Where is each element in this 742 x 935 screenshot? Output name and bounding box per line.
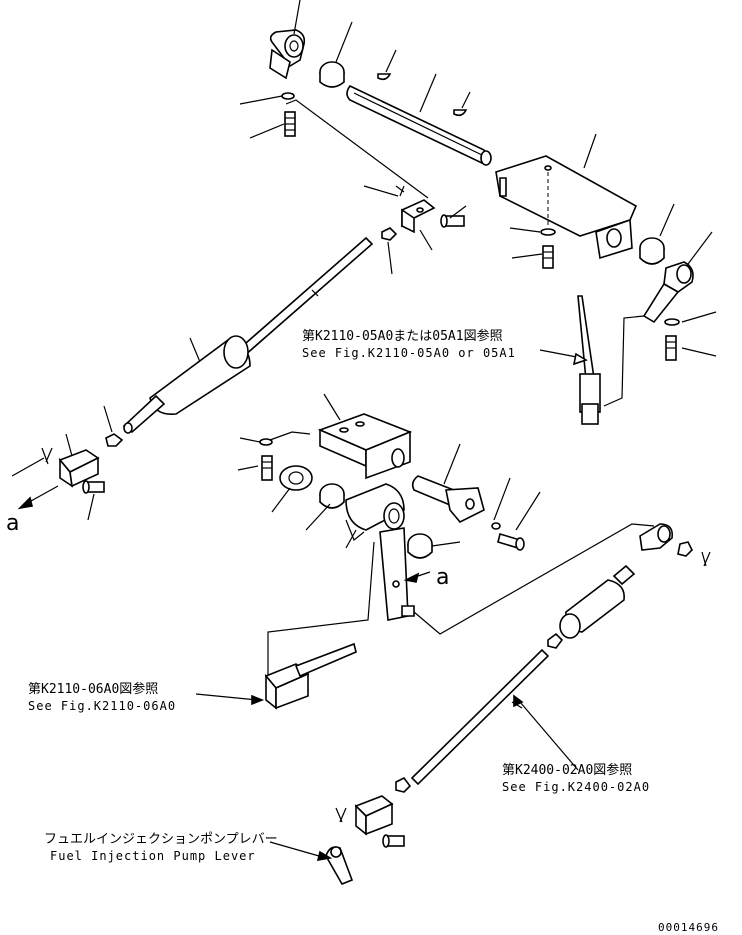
mid-clevis — [285, 99, 436, 251]
right-lever — [642, 231, 717, 361]
upper-bracket — [495, 133, 638, 260]
center-nut-washer — [407, 533, 461, 559]
upper-bushing — [319, 21, 353, 88]
callout-06A0-jp: 第K2110-06A0図参照 — [28, 681, 158, 697]
callout-ref-02A0: 第K2400-02A0図参照 See Fig.K2400-02A0 — [502, 762, 650, 794]
mid-left-fasteners — [237, 431, 313, 513]
cross-shaft — [346, 73, 492, 166]
lower-cylinder — [547, 564, 636, 649]
mid-right-bolt — [491, 477, 541, 551]
key-pins — [377, 49, 471, 117]
view-mark-a-center: a — [436, 565, 449, 590]
view-arrow-left: a — [6, 485, 59, 536]
upper-right-linkage — [539, 295, 645, 425]
center-lever — [345, 483, 415, 621]
right-bushing — [639, 203, 675, 265]
callout-ref-05A0: 第K2110-05A0または05A1図参照 See Fig.K2110-05A0… — [302, 328, 516, 360]
callout-05A0-en: See Fig.K2110-05A0 or 05A1 — [302, 346, 516, 360]
drawing-number: 00014696 — [658, 921, 719, 934]
callout-ref-06A0: 第K2110-06A0図参照 See Fig.K2110-06A0 — [28, 681, 176, 713]
left-nut-clevis — [11, 405, 124, 521]
lower-rod — [410, 648, 579, 786]
callout-02A0-jp: 第K2400-02A0図参照 — [502, 762, 632, 778]
clevis-pin — [440, 205, 467, 228]
callout-05A0-jp: 第K2110-05A0または05A1図参照 — [302, 328, 503, 344]
view-mark-a-left: a — [6, 511, 19, 536]
upper-left-lever — [269, 0, 306, 80]
shaft-plate — [411, 443, 485, 523]
callout-pump-lever-jp: フュエルインジェクションポンプレバー — [44, 832, 278, 847]
center-linkage — [195, 541, 375, 710]
rod-nut-upper — [381, 227, 398, 275]
callout-06A0-en: See Fig.K2110-06A0 — [28, 699, 176, 713]
callout-pump-lever: フュエルインジェクションポンプレバー Fuel Injection Pump L… — [44, 832, 278, 863]
view-arrow-center: a — [403, 565, 449, 590]
mid-bracket — [317, 393, 413, 480]
callout-02A0-en: See Fig.K2400-02A0 — [502, 780, 650, 794]
callout-pump-lever-en: Fuel Injection Pump Lever — [50, 849, 256, 863]
pump-lever-part — [269, 841, 354, 886]
upper-cylinder — [122, 335, 251, 434]
bracket-fastener — [509, 172, 556, 269]
mid-bushing — [305, 483, 345, 531]
right-rod-end — [413, 523, 711, 635]
upper-left-washer-bolt — [239, 92, 296, 139]
lower-clevis-bolt — [335, 776, 412, 848]
